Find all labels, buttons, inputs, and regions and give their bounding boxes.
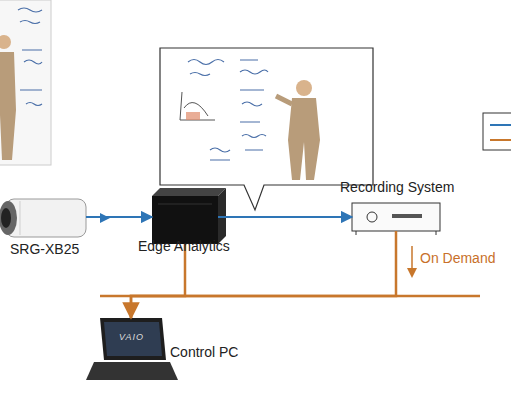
recorder-icon: [352, 203, 440, 235]
legend-box: [483, 113, 511, 150]
camera-node: SRG-XB25: [0, 197, 86, 237]
node-label: Recording System: [340, 179, 454, 195]
on-demand-arrow: [407, 246, 417, 278]
whiteboard-picture: [0, 0, 51, 165]
laptop-icon: [86, 318, 178, 380]
network-link: [131, 231, 396, 318]
video-flow-arrow: [218, 216, 352, 218]
brand-logo: VAIO: [119, 332, 144, 342]
network-bus: [100, 295, 480, 298]
network-link: [131, 244, 185, 318]
edge-label: On Demand: [420, 250, 495, 266]
camera-icon: [0, 199, 86, 237]
control-pc-node: Control PC: [96, 318, 166, 380]
edge-analytics-node: Edge Analytics: [152, 190, 218, 244]
node-label: Edge Analytics: [138, 238, 230, 254]
flow-arrowhead: [100, 213, 110, 223]
node-label: Control PC: [170, 344, 238, 360]
recording-system-node: Recording System: [352, 203, 440, 231]
video-flow-arrow: [86, 216, 152, 218]
node-label: SRG-XB25: [10, 241, 79, 257]
edge-box-icon: [152, 188, 226, 244]
